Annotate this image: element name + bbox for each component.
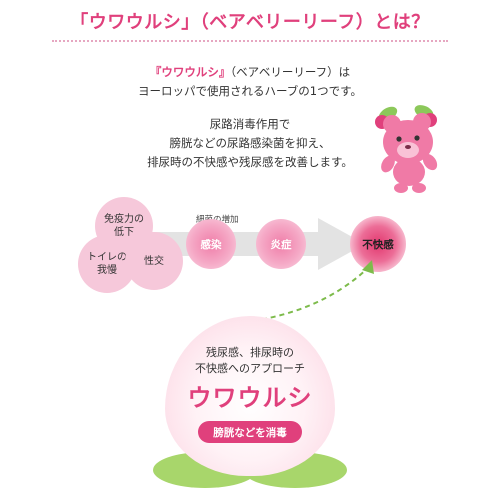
cause-sex: 性交 bbox=[125, 232, 183, 290]
inflammation-badge: 炎症 bbox=[256, 219, 306, 269]
intro-text: 『ウワウルシ』（ベアベリーリーフ）は ヨーロッパで使用されるハーブの1つです。 bbox=[110, 63, 390, 101]
intro-line2: ヨーロッパで使用されるハーブの1つです。 bbox=[138, 84, 362, 98]
effect-line3: 排尿時の不快感や残尿感を改善します。 bbox=[147, 155, 353, 169]
effect-line1: 尿路消毒作用で bbox=[209, 117, 291, 131]
cause-toilet-line2: 我慢 bbox=[97, 265, 117, 276]
page-title: 「ウワウルシ」（ベアベリーリーフ）とは？ bbox=[70, 12, 430, 33]
discomfort-label: 不快感 bbox=[362, 238, 394, 251]
inflammation-label: 炎症 bbox=[270, 238, 292, 251]
effect-line2: 膀胱などの尿路感染菌を抑え、 bbox=[169, 136, 331, 150]
approach-line1: 残尿感、排尿時の bbox=[206, 346, 294, 359]
cause-immunity-line1: 免疫力の bbox=[104, 214, 144, 225]
approach-text: 残尿感、排尿時の 不快感へのアプローチ bbox=[165, 345, 335, 377]
approach-line2: 不快感へのアプローチ bbox=[195, 362, 305, 375]
effect-text: 尿路消毒作用で 膀胱などの尿路感染菌を抑え、 排尿時の不快感や残尿感を改善します… bbox=[110, 115, 390, 172]
product-name: ウワウルシ bbox=[187, 384, 313, 412]
discomfort-badge: 不快感 bbox=[350, 216, 406, 272]
intro-line1-rest: （ベアベリーリーフ）は bbox=[230, 65, 351, 79]
disinfect-badge: 膀胱などを消毒 bbox=[198, 421, 302, 443]
progression-arrow bbox=[140, 218, 365, 270]
intro-product-name: 『ウワウルシ』 bbox=[149, 65, 231, 79]
cause-sex-label: 性交 bbox=[144, 255, 164, 267]
cause-toilet-line1: トイレの bbox=[87, 252, 127, 263]
approach-dashed-arrow bbox=[243, 260, 374, 323]
infection-label: 感染 bbox=[200, 238, 222, 251]
peach-shape bbox=[165, 316, 335, 476]
title-divider bbox=[52, 40, 448, 42]
cause-immunity-line2: 低下 bbox=[114, 227, 134, 238]
disinfect-badge-label: 膀胱などを消毒 bbox=[213, 426, 287, 439]
pink-bear-mascot-icon bbox=[375, 105, 438, 193]
infection-badge: 感染 bbox=[186, 219, 236, 269]
